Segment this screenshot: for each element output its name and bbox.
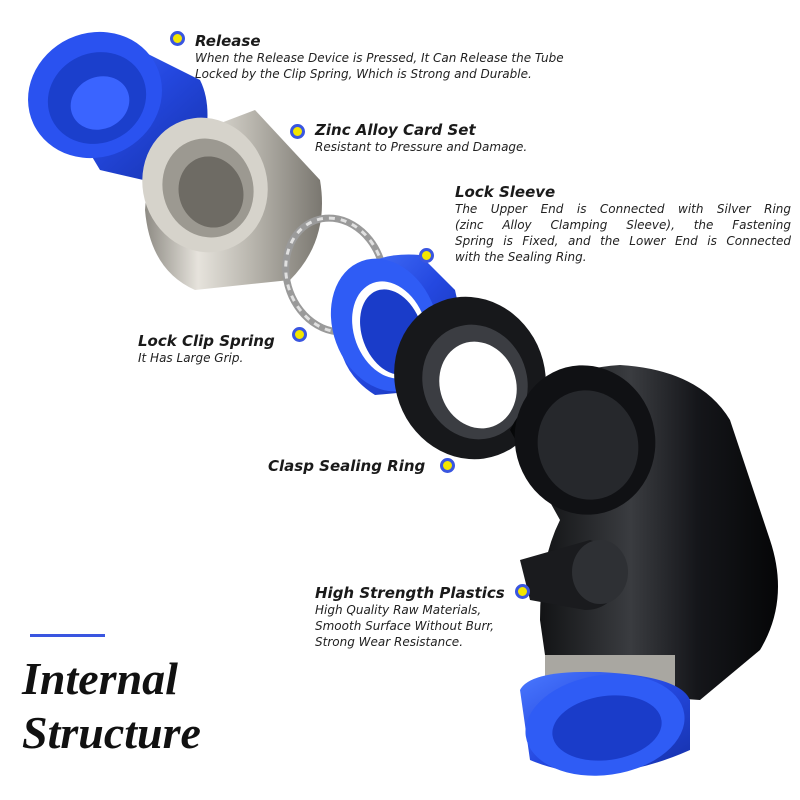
page-heading: Internal Structure — [22, 652, 201, 760]
release-label: Release When the Release Device is Press… — [195, 32, 564, 82]
release-desc: When the Release Device is Pressed, It C… — [195, 50, 564, 82]
high-strength-plastics-desc-line: Strong Wear Resistance. — [315, 635, 464, 649]
high-strength-plastics-title: High Strength Plastics — [315, 584, 505, 602]
high-strength-plastics-marker-icon — [515, 584, 530, 599]
heading-line: Structure — [22, 707, 201, 758]
zinc-alloy-card-set-desc: Resistant to Pressure and Damage. — [315, 139, 527, 155]
release-desc-line: When the Release Device is Pressed, It C… — [195, 51, 564, 65]
clasp-sealing-ring-image — [394, 296, 546, 460]
lock-clip-spring-label: Lock Clip Spring It Has Large Grip. — [138, 332, 275, 366]
zinc-alloy-card-set-desc-line: Resistant to Pressure and Damage. — [315, 140, 528, 154]
lock-sleeve-title: Lock Sleeve — [455, 183, 556, 201]
lock-clip-spring-marker-icon — [292, 327, 307, 342]
release-desc-line: Locked by the Clip Spring, Which is Stro… — [195, 67, 532, 81]
lock-sleeve-desc-line: with the Sealing Ring. — [455, 250, 587, 264]
heading-line: Internal — [22, 653, 178, 704]
lock-sleeve-desc-line: (zinc Alloy Clamping Sleeve), the Fasten… — [455, 218, 791, 232]
release-marker-icon — [170, 31, 185, 46]
high-strength-plastics-desc-line: Smooth Surface Without Burr, — [315, 619, 495, 633]
high-strength-plastics-desc: High Quality Raw Materials, Smooth Surfa… — [315, 602, 505, 650]
zinc-alloy-card-set-label: Zinc Alloy Card Set Resistant to Pressur… — [315, 121, 527, 155]
lock-clip-spring-title: Lock Clip Spring — [138, 332, 275, 350]
clasp-sealing-ring-label: Clasp Sealing Ring — [268, 457, 425, 475]
clasp-sealing-ring-marker-icon — [440, 458, 455, 473]
release-title: Release — [195, 32, 261, 50]
lock-sleeve-desc: The Upper End is Connected with Silver R… — [455, 201, 791, 265]
lock-sleeve-marker-icon — [419, 248, 434, 263]
heading-accent-bar — [30, 634, 105, 637]
high-strength-plastics-desc-line: High Quality Raw Materials, — [315, 603, 482, 617]
lock-sleeve-desc-line: The Upper End is Connected with Silver R… — [455, 202, 791, 216]
lock-clip-spring-desc-line: It Has Large Grip. — [138, 351, 244, 365]
zinc-alloy-card-set-title: Zinc Alloy Card Set — [315, 121, 476, 139]
elbow-body-image — [510, 365, 778, 776]
zinc-alloy-card-set-marker-icon — [290, 124, 305, 139]
lock-clip-spring-desc: It Has Large Grip. — [138, 350, 275, 366]
lock-sleeve-label: Lock Sleeve The Upper End is Connected w… — [455, 183, 791, 265]
lock-sleeve-desc-line: Spring is Fixed, and the Lower End is Co… — [455, 234, 791, 248]
zinc-alloy-card-set-image — [142, 110, 322, 290]
high-strength-plastics-label: High Strength Plastics High Quality Raw … — [315, 584, 505, 650]
clasp-sealing-ring-title: Clasp Sealing Ring — [268, 457, 426, 475]
